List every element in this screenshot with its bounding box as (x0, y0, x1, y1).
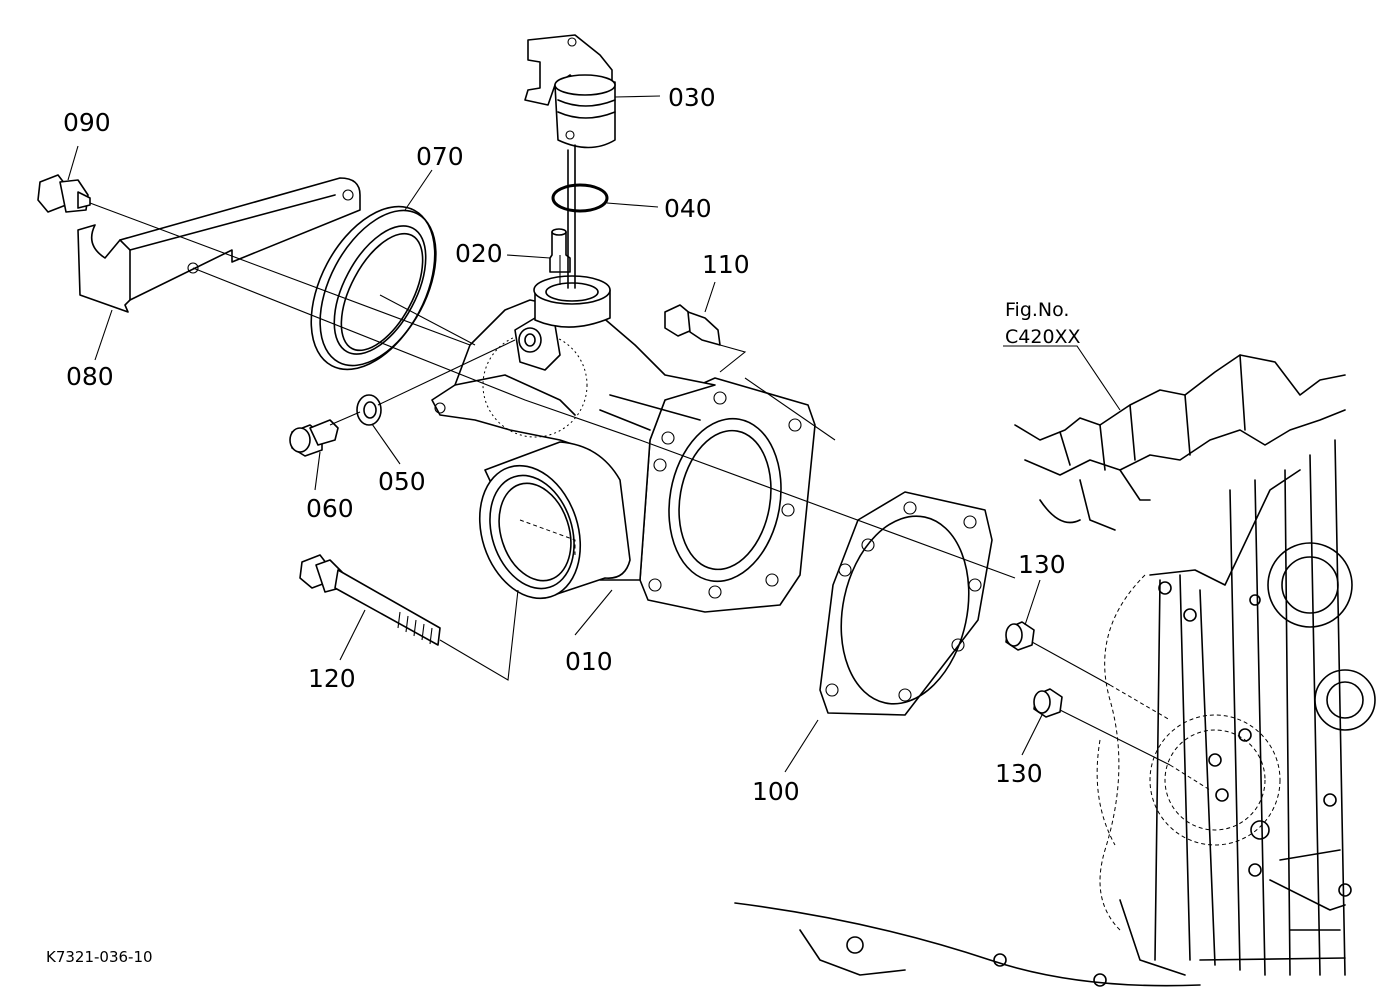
label-090: 090 (63, 108, 111, 137)
label-130-upper: 130 (1018, 550, 1066, 579)
label-070: 070 (416, 142, 464, 171)
bracket-080 (77, 177, 361, 313)
figure-ref-number: C420XX (1005, 326, 1081, 348)
washer-050 (356, 394, 382, 426)
bolt-110 (664, 304, 721, 346)
drawing-code: K7321-036-10 (46, 948, 153, 966)
bolt-090 (37, 174, 91, 213)
housing-010 (431, 275, 816, 613)
leader-lines (67, 95, 1121, 773)
oil-seal-070 (310, 205, 437, 371)
figure-ref-label: Fig.No. (1005, 299, 1069, 321)
lever-030 (524, 34, 616, 289)
label-100: 100 (752, 777, 800, 806)
dowel-130-lower (1033, 688, 1063, 718)
label-130-lower: 130 (995, 759, 1043, 788)
label-060: 060 (306, 494, 354, 523)
plug-060 (289, 419, 339, 457)
assembly-lines (89, 170, 1211, 791)
label-080: 080 (66, 362, 114, 391)
label-110: 110 (702, 250, 750, 279)
label-010: 010 (565, 647, 613, 676)
label-040: 040 (664, 194, 712, 223)
dowel-130-upper (1005, 621, 1035, 651)
label-050: 050 (378, 467, 426, 496)
pin-020 (549, 228, 571, 273)
o-ring-040 (551, 183, 609, 213)
engine-block-outline (734, 354, 1376, 987)
screw-120 (299, 554, 441, 646)
label-120: 120 (308, 664, 356, 693)
label-030: 030 (668, 83, 716, 112)
label-020: 020 (455, 239, 503, 268)
gasket-100 (819, 491, 993, 716)
